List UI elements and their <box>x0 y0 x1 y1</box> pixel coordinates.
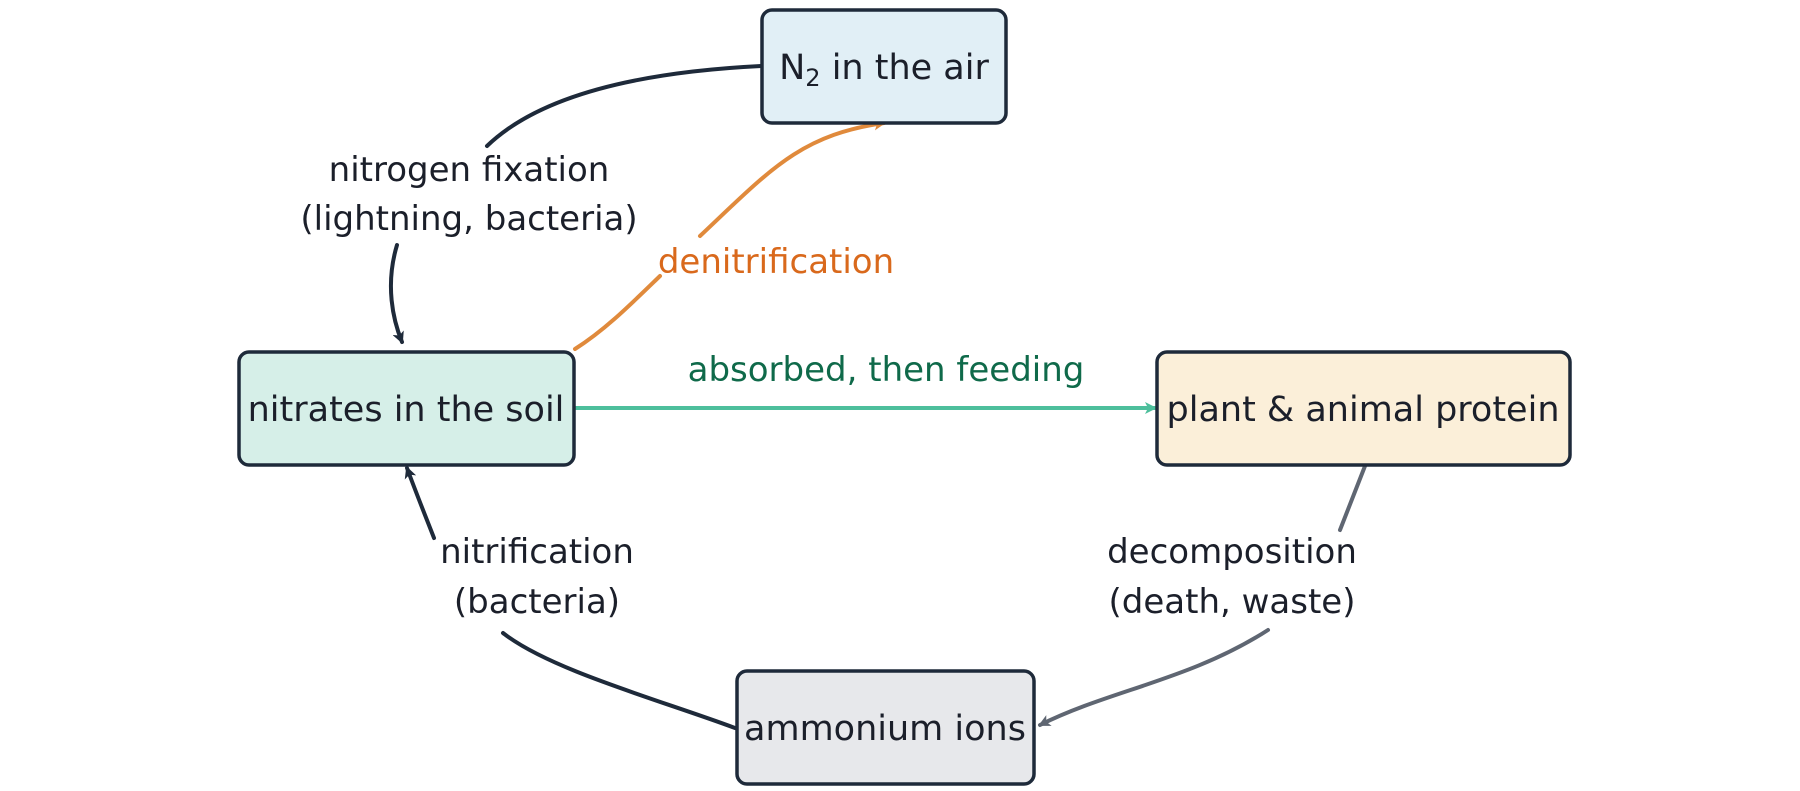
edge-nitrification-line-lower <box>501 631 737 730</box>
edge-denitrification-line <box>573 274 662 351</box>
edge-label-denitrification: denitrification <box>658 242 894 282</box>
node-n2-label-rest: in the air <box>821 48 990 88</box>
node-n2-label: N2 in the air <box>779 48 989 92</box>
edge-denitrification-line-upper <box>698 118 886 238</box>
edge-nitrogen-fixation-line <box>485 64 763 148</box>
edge-label-nitrogen-fixation-line1: nitrogen fixation <box>329 150 610 190</box>
node-n2-label-main: N <box>779 48 805 88</box>
edge-label-nitrogen-fixation-line2: (lightning, bacteria) <box>300 199 637 239</box>
edge-nitrogen-fixation-line-lower <box>388 243 404 344</box>
node-nitrates-in-the-soil: nitrates in the soil <box>237 350 576 467</box>
edge-label-decomposition-line2: (death, waste) <box>1109 582 1356 622</box>
node-n2-label-subscript: 2 <box>805 64 820 92</box>
edge-label-decomposition-line1: decomposition <box>1107 532 1357 572</box>
node-ammonium-label: ammonium ions <box>744 709 1026 749</box>
node-protein-label: plant & animal protein <box>1167 390 1560 430</box>
edge-decomposition: decomposition (death, waste) <box>1038 464 1367 727</box>
node-nitrates-label: nitrates in the soil <box>248 390 565 430</box>
node-plant-animal-protein: plant & animal protein <box>1155 350 1572 467</box>
edge-label-nitrification-line2: (bacteria) <box>454 582 620 622</box>
edge-label-absorbed-feeding: absorbed, then feeding <box>688 350 1085 390</box>
edge-decomposition-line-lower <box>1038 628 1270 727</box>
node-n2-in-the-air: N2 in the air <box>760 8 1008 125</box>
node-n2-box <box>760 8 1008 125</box>
edge-absorbed-feeding: absorbed, then feeding <box>573 350 1157 414</box>
edge-nitrogen-fixation: nitrogen fixation (lightning, bacteria) <box>300 64 763 344</box>
edge-nitrification: nitrification (bacteria) <box>404 466 737 730</box>
node-nitrates-box <box>237 350 576 467</box>
edge-label-nitrification-line1: nitrification <box>440 532 634 572</box>
edge-denitrification: denitrification <box>573 118 894 351</box>
edge-nitrification-line-upper <box>404 466 436 540</box>
node-protein-box <box>1155 350 1572 467</box>
edge-decomposition-line-upper <box>1338 464 1367 532</box>
node-ammonium-ions: ammonium ions <box>735 669 1036 786</box>
node-ammonium-box <box>735 669 1036 786</box>
